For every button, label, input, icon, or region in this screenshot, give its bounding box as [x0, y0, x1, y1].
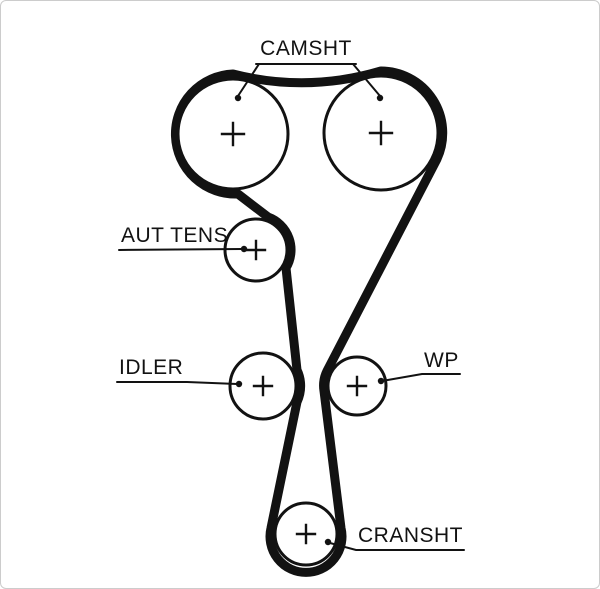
timing-belt-path [171, 66, 448, 577]
idler-leader-dot [235, 380, 243, 388]
camshaft-left-plus-icon [220, 121, 246, 147]
crankshaft-leader-line [329, 542, 465, 551]
tensioner-label: AUT TENS [121, 224, 228, 247]
camshaft-right-plus-icon [368, 120, 394, 146]
water-pump-plus-icon [346, 375, 368, 397]
camshaft-leader-line [237, 63, 381, 97]
water-pump-leader-dot [377, 377, 385, 385]
camshaft-right-leader-dot [376, 94, 384, 102]
camshaft-left-leader-dot [234, 94, 242, 102]
tensioner-leader-dot [240, 245, 248, 253]
crankshaft-label: CRANSHT [358, 524, 463, 547]
idler-label: IDLER [119, 356, 183, 379]
water-pump-label: WP [424, 349, 459, 372]
water-pump-leader-line [381, 373, 461, 382]
tensioner-leader-line [118, 248, 243, 251]
crankshaft-leader-dot [324, 538, 332, 546]
camshaft-label: CAMSHT [260, 37, 352, 60]
tensioner-plus-icon [245, 239, 267, 261]
idler-leader-line [116, 381, 238, 385]
crankshaft-plus-icon [295, 523, 317, 545]
idler-plus-icon [252, 375, 274, 397]
